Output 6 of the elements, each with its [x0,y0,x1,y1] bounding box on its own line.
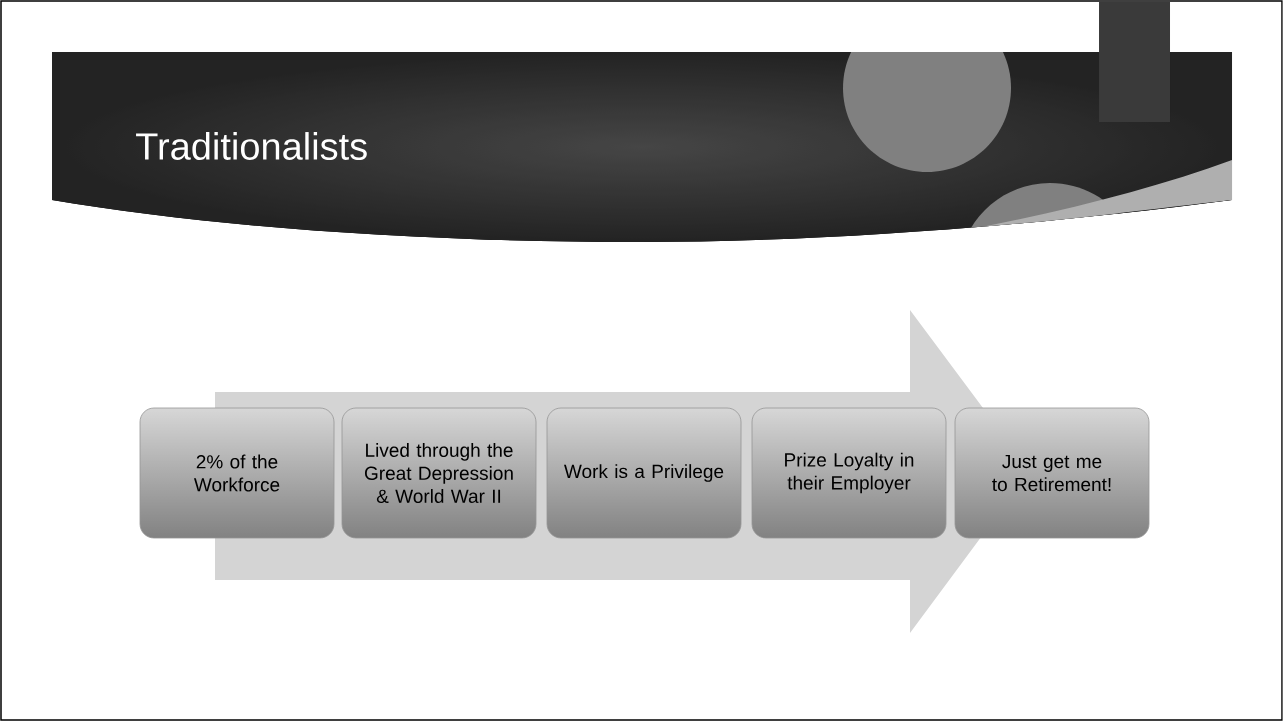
process-box: Prize Loyalty in their Employer [751,407,947,539]
process-box: Lived through the Great Depression & World War II [341,407,537,539]
process-box: Work is a Privilege [546,407,742,539]
slide-title: Traditionalists [136,132,367,160]
process-box: 2% of the Workforce [139,407,335,539]
process-box: Just get me to Retirement! [954,407,1150,539]
